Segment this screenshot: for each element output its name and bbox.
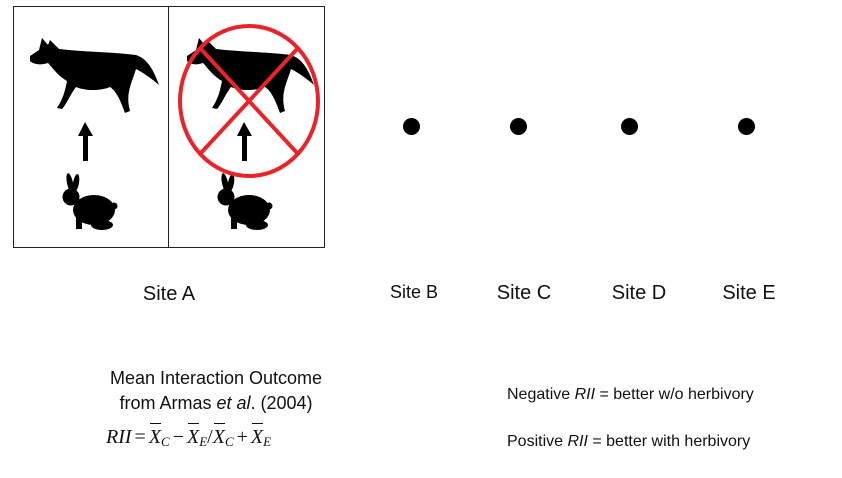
x-bar-control: X: [148, 423, 162, 448]
site-c-label: Site C: [496, 282, 552, 304]
fraction-slash: /: [207, 426, 213, 448]
plus-sign: +: [236, 426, 248, 448]
negative-rii-legend: Negative RII = better w/o herbivory: [507, 385, 754, 405]
citation-suffix: . (2004): [250, 393, 313, 413]
citation-et-al: et al: [216, 393, 251, 413]
site-b-label: Site B: [389, 282, 439, 302]
site-e-dot: [738, 118, 755, 135]
site-c-dot: [510, 118, 527, 135]
positive-word: Positive: [507, 433, 568, 450]
positive-meaning: = better with herbivory: [587, 433, 751, 450]
negative-rii-term: RII: [574, 386, 596, 403]
site-a-label: Site A: [142, 283, 196, 305]
subscript-e-2: E: [263, 434, 272, 449]
fox-silhouette-icon: [30, 38, 159, 113]
site-d-label: Site D: [611, 282, 667, 304]
fox-silhouette-icon: [187, 38, 314, 113]
site-e-label: Site E: [722, 282, 776, 304]
citation-prefix: from Armas: [119, 393, 217, 413]
x-bar-experimental-2: X: [250, 423, 264, 448]
x-bar-experimental: X: [187, 423, 200, 448]
hare-silhouette-icon: [62, 173, 118, 230]
predator-prey-diagram: [30, 38, 159, 230]
subscript-c-2: C: [224, 434, 234, 449]
hare-silhouette-icon: [217, 173, 273, 230]
minus-sign: −: [172, 426, 184, 448]
equals-sign: =: [134, 426, 146, 448]
prohibition-sign-icon: [178, 24, 320, 178]
up-arrow-icon: [78, 122, 93, 161]
negative-word: Negative: [507, 386, 575, 403]
up-arrow-icon: [237, 122, 252, 161]
site-b-dot: [403, 118, 420, 135]
subscript-e: E: [199, 434, 208, 449]
negative-meaning: = better w/o herbivory: [595, 386, 754, 403]
site-a-panel-predator-excluded: [168, 6, 325, 248]
rii-symbol: RII: [106, 426, 132, 448]
subscript-c: C: [161, 434, 170, 449]
mean-outcome-citation: from Armas et al. (2004): [119, 391, 312, 415]
positive-rii-term: RII: [567, 433, 588, 450]
x-bar-control-2: X: [212, 423, 226, 448]
mean-outcome-title: Mean Interaction Outcome: [109, 368, 323, 388]
site-a-panel-with-predator: [13, 6, 169, 248]
predator-exclusion-diagram: [178, 24, 320, 230]
site-d-dot: [621, 118, 638, 135]
rii-formula: RII=XC−XE/XC+XE: [106, 423, 272, 455]
positive-rii-legend: Positive RII = better with herbivory: [507, 432, 750, 452]
